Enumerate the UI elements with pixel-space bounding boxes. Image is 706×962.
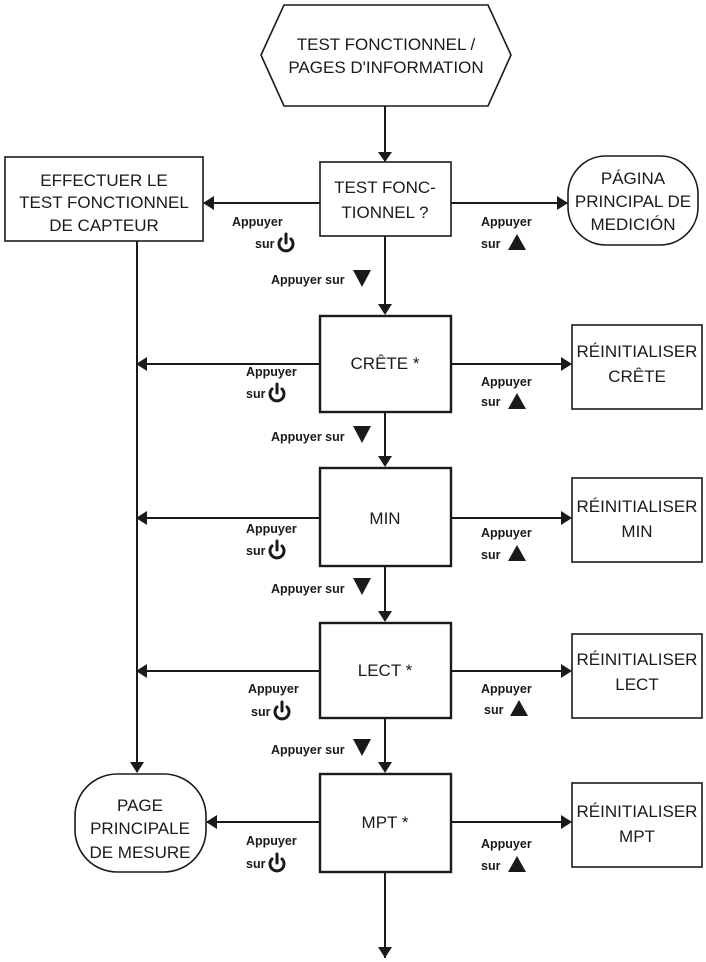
up-label-test: Appuyer sur: [481, 215, 532, 251]
sensor-test-box: EFFECTUER LE TEST FONCTIONNEL DE CAPTEUR: [4, 156, 204, 242]
step-box-crete: CRÊTE *: [318, 314, 453, 414]
reset-line2: MIN: [621, 522, 652, 541]
down-label-crete: Appuyer sur: [271, 426, 371, 444]
label-appuyer: Appuyer: [246, 365, 297, 379]
down-label-test: Appuyer sur: [271, 270, 371, 287]
reset-line2: LECT: [615, 675, 658, 694]
sensor-test-line3: DE CAPTEUR: [49, 216, 159, 235]
test-question-box: TEST FONC- TIONNEL ?: [319, 161, 452, 237]
label-appuyer: Appuyer: [481, 526, 532, 540]
main-page-line3: DE MESURE: [89, 843, 190, 862]
step-label: MIN: [369, 509, 400, 528]
main-page-line2: PRINCIPALE: [90, 819, 190, 838]
power-icon: [268, 382, 286, 403]
power-label-test: Appuyer sur: [232, 215, 295, 253]
triangle-up-icon: [508, 856, 526, 872]
label-appuyer: Appuyer: [246, 834, 297, 848]
start-line1: TEST FONCTIONNEL /: [297, 35, 476, 54]
reset-box-min: RÉINITIALISER MIN: [571, 477, 703, 563]
reset-box-mpt: RÉINITIALISER MPT: [571, 782, 703, 868]
label-sur: sur: [481, 237, 501, 251]
label-appuyer: Appuyer: [481, 682, 532, 696]
reset-line1: RÉINITIALISER: [577, 497, 698, 516]
power-icon: [268, 852, 286, 873]
power-icon: [273, 700, 291, 721]
label-appuyer: Appuyer: [481, 837, 532, 851]
start-line2: PAGES D'INFORMATION: [288, 58, 483, 77]
triangle-down-icon: [353, 578, 371, 595]
up-label-lect: Appuyer sur: [481, 682, 532, 717]
main-page-terminal: PAGE PRINCIPALE DE MESURE: [74, 773, 207, 873]
reset-line2: MPT: [619, 827, 655, 846]
label-appuyer: Appuyer: [248, 682, 299, 696]
label-sur: sur: [255, 237, 275, 251]
test-question-line2: TIONNEL ?: [341, 203, 428, 222]
reset-box-lect: RÉINITIALISER LECT: [571, 633, 703, 719]
label-appuyer: Appuyer: [232, 215, 283, 229]
step-label: LECT *: [358, 661, 413, 680]
triangle-down-icon: [353, 426, 371, 443]
label-sur: sur: [251, 705, 271, 719]
label-appuyer-sur: Appuyer sur: [271, 582, 345, 596]
reset-line1: RÉINITIALISER: [577, 650, 698, 669]
power-icon: [268, 539, 286, 560]
up-label-crete: Appuyer sur: [481, 375, 532, 409]
step-box-lect: LECT *: [318, 621, 453, 720]
triangle-down-icon: [353, 270, 371, 287]
label-sur: sur: [481, 548, 501, 562]
up-label-min: Appuyer sur: [481, 526, 532, 562]
triangle-up-icon: [510, 700, 528, 716]
measurement-line2: PRINCIPAL DE: [575, 192, 691, 211]
step-label: CRÊTE *: [351, 354, 420, 373]
power-label-lect: Appuyer sur: [248, 682, 299, 721]
power-label-min: Appuyer sur: [246, 522, 297, 560]
power-label-mpt: Appuyer sur: [246, 834, 297, 873]
label-appuyer: Appuyer: [246, 522, 297, 536]
step-label: MPT *: [362, 813, 409, 832]
label-sur: sur: [481, 859, 501, 873]
reset-line1: RÉINITIALISER: [577, 802, 698, 821]
label-appuyer: Appuyer: [481, 375, 532, 389]
sensor-test-line2: TEST FONCTIONNEL: [19, 193, 189, 212]
label-sur: sur: [246, 387, 266, 401]
power-icon: [277, 232, 295, 253]
start-terminal: TEST FONCTIONNEL / PAGES D'INFORMATION: [260, 4, 512, 107]
label-sur: sur: [484, 703, 504, 717]
step-box-mpt: MPT *: [318, 772, 453, 874]
main-page-line1: PAGE: [117, 796, 163, 815]
reset-line2: CRÊTE: [608, 367, 666, 386]
triangle-up-icon: [508, 393, 526, 409]
power-label-crete: Appuyer sur: [246, 365, 297, 403]
test-question-line1: TEST FONC-: [334, 178, 436, 197]
label-appuyer: Appuyer: [481, 215, 532, 229]
label-sur: sur: [246, 857, 266, 871]
label-appuyer-sur: Appuyer sur: [271, 273, 345, 287]
step-box-min: MIN: [318, 466, 453, 568]
measurement-page-terminal: PÁGINA PRINCIPAL DE MEDICIÓN: [567, 155, 699, 246]
measurement-line3: MEDICIÓN: [591, 215, 676, 234]
down-label-min: Appuyer sur: [271, 578, 371, 596]
measurement-line1: PÁGINA: [601, 169, 666, 188]
up-label-mpt: Appuyer sur: [481, 837, 532, 873]
reset-box-crete: RÉINITIALISER CRÊTE: [571, 324, 703, 410]
triangle-down-icon: [353, 739, 371, 756]
sensor-test-line1: EFFECTUER LE: [40, 171, 168, 190]
label-sur: sur: [481, 395, 501, 409]
down-label-lect: Appuyer sur: [271, 739, 371, 757]
label-sur: sur: [246, 544, 266, 558]
label-appuyer-sur: Appuyer sur: [271, 743, 345, 757]
label-appuyer-sur: Appuyer sur: [271, 430, 345, 444]
reset-line1: RÉINITIALISER: [577, 342, 698, 361]
triangle-up-icon: [508, 234, 526, 250]
triangle-up-icon: [508, 545, 526, 561]
